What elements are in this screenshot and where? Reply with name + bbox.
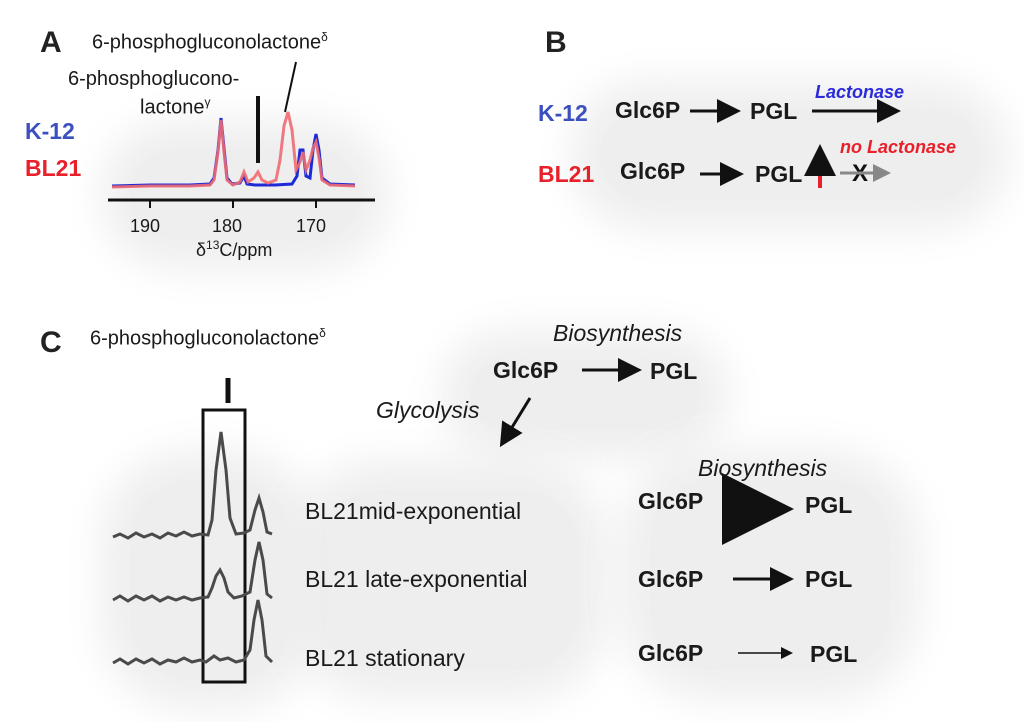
axis-unit: C/ppm: [219, 240, 273, 260]
b-row1-substrate: Glc6P: [615, 97, 681, 123]
b-row2-strain: BL21: [538, 161, 595, 187]
panel-c-top-arrows: [499, 358, 642, 448]
b-row1-strain: K-12: [538, 100, 588, 126]
tick-label-190: 190: [130, 216, 161, 236]
panel-c-right-arrows: [722, 473, 794, 659]
c-peak-box: [201, 408, 247, 684]
shadow-c-top: [470, 360, 700, 430]
c-row3-product: PGL: [810, 641, 858, 667]
peak-delta-label: 6-phosphogluconolactoneδ: [92, 30, 328, 55]
strain-k12-label: K-12: [25, 118, 75, 144]
c-row2-product: PGL: [805, 566, 853, 592]
panel-c-letter: C: [40, 326, 62, 359]
c-peak-text: 6-phosphogluconolactone: [90, 327, 320, 350]
b-row2-enzyme: no Lactonase: [840, 137, 957, 157]
peak-gamma-sup: γ: [204, 95, 211, 109]
c-glycolysis-arrow: [499, 397, 532, 448]
axis-sup: 13: [206, 238, 220, 252]
nmr-spectrum: [108, 61, 375, 208]
delta-leader: [284, 61, 297, 113]
panel-b-arrows: [690, 99, 901, 188]
tick-label-180: 180: [212, 216, 243, 236]
c-row1-sample: BL21mid-exponential: [305, 498, 522, 524]
c-row2-sample: BL21 late-exponential: [305, 566, 528, 592]
c-row3-sample: BL21 stationary: [305, 645, 465, 671]
b-row1-enzyme: Lactonase: [815, 82, 905, 102]
b-row1-product: PGL: [750, 98, 798, 124]
peak-gamma-label-line2: lactoneγ: [140, 95, 211, 120]
c-row3-substrate: Glc6P: [638, 640, 704, 666]
shadow-b: [600, 110, 980, 200]
c-top-product: PGL: [650, 358, 698, 384]
c-peak-label: 6-phosphogluconolactoneδ: [90, 326, 326, 351]
c-glycolysis: Glycolysis: [376, 397, 480, 423]
c-top-route: Biosynthesis: [553, 320, 683, 346]
peak-gamma-label-line1: 6-phosphoglucono-: [68, 68, 240, 90]
c-trace-stationary: [112, 599, 274, 666]
c-trace-mid-exponential: [112, 431, 273, 540]
b-row2-substrate: Glc6P: [620, 158, 686, 184]
c-row2-substrate: Glc6P: [638, 566, 704, 592]
c-trace-late-exponential: [112, 541, 273, 603]
c-row1-product: PGL: [805, 492, 853, 518]
tick-label-170: 170: [296, 216, 327, 236]
panel-b-letter: B: [545, 26, 567, 59]
peak-delta-sup: δ: [321, 30, 328, 44]
c-top-substrate: Glc6P: [493, 357, 559, 383]
panel-a-letter: A: [40, 26, 62, 59]
spectrum-bl21-trace: [111, 111, 356, 189]
shadow-c-labels: [320, 490, 580, 670]
c-row1-substrate: Glc6P: [638, 488, 704, 514]
peak-gamma-text: lactone: [140, 96, 205, 119]
b-row2-product: PGL: [755, 161, 803, 187]
axis-label-ppm: δ13C/ppm: [196, 238, 272, 261]
panel-c-traces: [112, 378, 274, 684]
peak-delta-text: 6-phosphogluconolactone: [92, 31, 322, 54]
axis-delta: δ: [196, 240, 207, 260]
c-peak-sup: δ: [319, 326, 326, 340]
strain-bl21-label: BL21: [25, 155, 82, 181]
